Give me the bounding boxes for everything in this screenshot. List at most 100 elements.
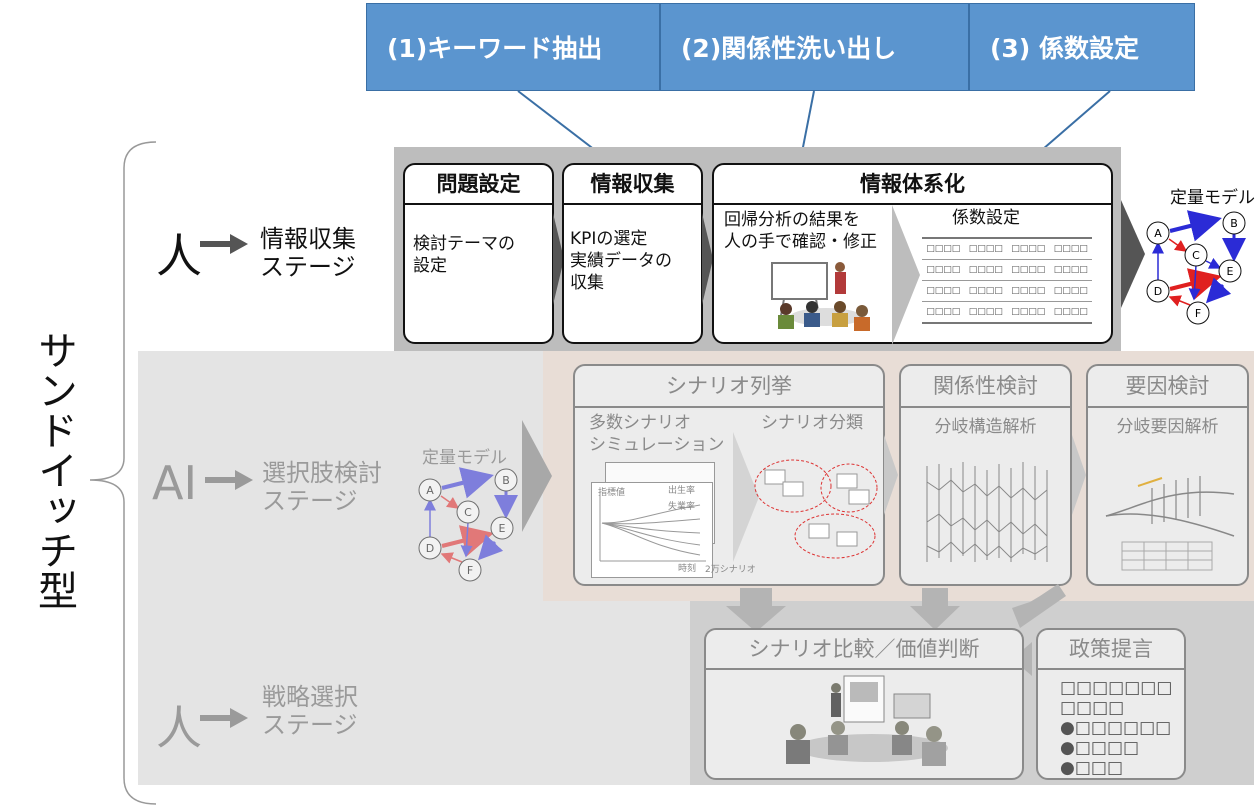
stage3-name: 戦略選択 ステージ: [262, 683, 358, 739]
x-axis-label: 時刻: [678, 564, 697, 574]
stage2-actor-arrow: [205, 470, 253, 490]
table-cell: □□□□: [968, 307, 1003, 317]
card-title: 要因検討: [1088, 366, 1247, 408]
simulation-lines: [599, 491, 706, 562]
stage2-actor: AI: [152, 456, 198, 510]
policy-list: □□□□□□□ □□□□ ●□□□□□□ ●□□□□ ●□□□: [1038, 670, 1184, 778]
policy-line: ●□□□□: [1060, 738, 1140, 758]
sub-title-right: シナリオ分類: [761, 413, 863, 433]
card-scenario-comparison: シナリオ比較／価値判断: [704, 628, 1024, 780]
callout-label: (2)関係性洗い出し: [681, 34, 897, 63]
card-subtitle: 分岐構造解析: [934, 417, 1037, 437]
card-factor-analysis: 要因検討 分岐要因解析: [1086, 364, 1249, 586]
simulation-chart: 指標値 出生率 失業率 時刻: [591, 482, 713, 578]
coefficient-title: 係数設定: [952, 208, 1020, 228]
card-body: 検討テーマの 設定: [413, 234, 515, 276]
node-label: B: [502, 474, 510, 487]
side-label: サンドイッチ型: [31, 330, 77, 610]
flow-arrow: [553, 213, 564, 305]
card-subtitle: 分岐要因解析: [1116, 417, 1219, 437]
series-label-birth: 出生率: [668, 486, 696, 496]
table-row: □□□□ □□□□ □□□□ □□□□: [922, 302, 1092, 322]
model-label: 定量モデル: [422, 448, 507, 468]
policy-line: ●□□□: [1060, 758, 1124, 778]
stage1-name: 情報収集 ステージ: [260, 225, 356, 281]
table-cell: □□□□: [1011, 244, 1046, 254]
node-label: E: [499, 522, 506, 535]
coefficient-table: □□□□□□□□□□□□□□□□ □□□□□□□□□□□□□□□□ □□□□□□…: [922, 237, 1092, 324]
stage2-name: 選択肢検討 ステージ: [262, 459, 382, 515]
policy-line: □□□□□□□: [1060, 678, 1173, 698]
table-row: □□□□ □□□□ □□□□ □□□□: [922, 239, 1092, 260]
callout-label: (1)キーワード抽出: [387, 34, 603, 63]
card-relationship-analysis: 関係性検討 分岐構造解析: [899, 364, 1072, 586]
sub-title-left: 多数シナリオ シミュレーション: [589, 413, 725, 455]
card-title: 問題設定: [405, 165, 552, 205]
card-problem-setting: 問題設定 検討テーマの 設定: [403, 163, 554, 344]
table-cell: □□□□: [926, 265, 961, 275]
table-cell: □□□□: [926, 307, 961, 317]
pointer-line-1: [517, 90, 605, 158]
table-cell: □□□□: [1011, 265, 1046, 275]
callout-keyword-extraction: (1)キーワード抽出: [366, 3, 660, 91]
regression-text: 回帰分析の結果を 人の手で確認・修正: [724, 210, 877, 252]
card-title: 政策提言: [1038, 630, 1184, 670]
card-policy-proposal: 政策提言 □□□□□□□ □□□□ ●□□□□□□ ●□□□□ ●□□□: [1036, 628, 1186, 780]
card-info-collection: 情報収集 KPIの選定 実績データの 収集: [562, 163, 703, 344]
policy-line: □□□□: [1060, 698, 1125, 718]
card-title: 情報収集: [564, 165, 701, 205]
node-label: C: [1192, 249, 1200, 262]
series-label-unemployment: 失業率: [668, 502, 696, 512]
quantitative-model-graph: A B C D E F: [418, 467, 518, 582]
scenario-clusters: [754, 459, 878, 559]
card-title: 関係性検討: [901, 366, 1070, 408]
node-label: A: [426, 484, 434, 497]
table-row: □□□□ □□□□ □□□□ □□□□: [922, 260, 1092, 281]
stage1-actor: 人: [156, 229, 202, 283]
card-info-systematization: 情報体系化 回帰分析の結果を 人の手で確認・修正 係数設定 □□□□□□□□□□…: [712, 163, 1113, 345]
stage3-actor-arrow: [200, 708, 248, 728]
callout-coefficient-setting: (3) 係数設定: [969, 3, 1195, 91]
branch-factor-illustration: [1105, 476, 1235, 571]
card-body: KPIの選定 実績データの 収集: [570, 229, 672, 293]
stage3-actor: 人: [156, 701, 202, 755]
node-label: A: [1154, 227, 1162, 240]
scenario-count: 2万シナリオ: [705, 565, 756, 575]
node-label: D: [426, 542, 434, 555]
table-cell: □□□□: [968, 265, 1003, 275]
table-cell: □□□□: [1011, 307, 1046, 317]
table-cell: □□□□: [968, 244, 1003, 254]
model-label: 定量モデル: [1170, 188, 1255, 208]
card-title: シナリオ列挙: [575, 366, 883, 408]
callout-label: (3) 係数設定: [990, 34, 1139, 63]
callout-relation-listing: (2)関係性洗い出し: [660, 3, 969, 91]
table-cell: □□□□: [1053, 307, 1088, 317]
table-cell: □□□□: [1053, 244, 1088, 254]
node-label: B: [1230, 217, 1238, 230]
node-label: D: [1154, 285, 1162, 298]
quantitative-model-graph: A B C D E F: [1146, 210, 1246, 325]
left-brace: [89, 141, 157, 805]
table-cell: □□□□: [968, 286, 1003, 296]
meeting-illustration: [771, 262, 870, 331]
y-axis-label: 指標値: [598, 488, 626, 498]
decision-meeting-illustration: [786, 675, 948, 766]
branch-structure-illustration: [926, 462, 1048, 562]
flow-arrow: [702, 213, 713, 305]
table-cell: □□□□: [1011, 286, 1046, 296]
node-label: E: [1227, 265, 1234, 278]
table-cell: □□□□: [1053, 286, 1088, 296]
policy-line: ●□□□□□□: [1060, 718, 1172, 738]
node-label: C: [464, 506, 472, 519]
node-label: F: [467, 564, 473, 577]
table-row: □□□□ □□□□ □□□□ □□□□: [922, 281, 1092, 302]
stage1-actor-arrow: [200, 234, 248, 254]
node-label: F: [1195, 307, 1201, 320]
card-scenario-enumeration: シナリオ列挙 多数シナリオ シミュレーション シナリオ分類 指標値 出生率 失業…: [573, 364, 885, 586]
table-cell: □□□□: [926, 244, 961, 254]
card-title: 情報体系化: [714, 165, 1111, 205]
card-title: シナリオ比較／価値判断: [706, 630, 1022, 670]
table-cell: □□□□: [926, 286, 961, 296]
table-cell: □□□□: [1053, 265, 1088, 275]
